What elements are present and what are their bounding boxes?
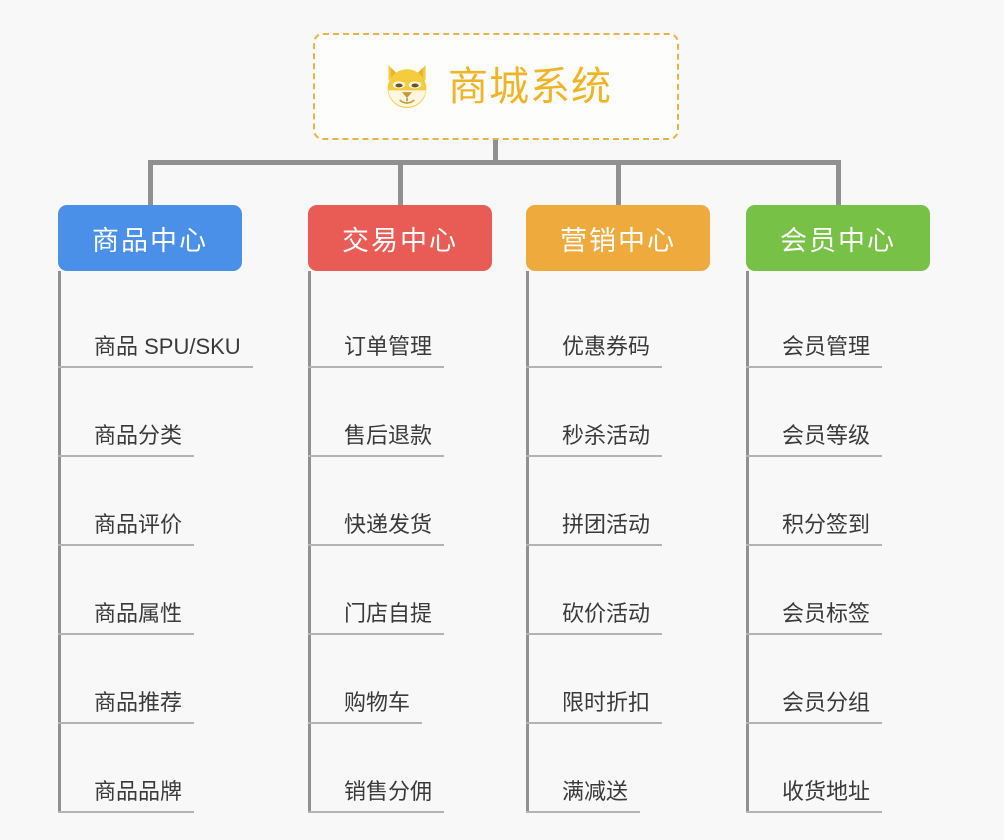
leaf-item[interactable]: 会员等级 [746, 368, 930, 457]
leaf-label: 商品推荐 [58, 689, 195, 724]
leaf-item[interactable]: 快递发货 [308, 457, 492, 546]
leaf-label: 收货地址 [746, 778, 883, 813]
leaf-item[interactable]: 售后退款 [308, 368, 492, 457]
leaf-list-1: 订单管理 售后退款 快递发货 门店自提 购物车 销售分佣 [308, 271, 492, 813]
branch-header-1[interactable]: 交易中心 [308, 205, 492, 271]
leaf-item[interactable]: 门店自提 [308, 546, 492, 635]
leaf-item[interactable]: 商品品牌 [58, 724, 242, 813]
root-node[interactable]: 商城系统 [313, 33, 679, 140]
branch-header-2[interactable]: 营销中心 [526, 205, 710, 271]
branch-header-label-1: 交易中心 [342, 225, 458, 256]
leaf-item[interactable]: 购物车 [308, 635, 492, 724]
leaf-label: 会员等级 [746, 422, 883, 457]
connector-drop-1 [148, 160, 153, 205]
leaf-list-2: 优惠券码 秒杀活动 拼团活动 砍价活动 限时折扣 满减送 [526, 271, 710, 813]
leaf-spine-1 [308, 271, 311, 813]
leaf-item[interactable]: 会员标签 [746, 546, 930, 635]
leaf-spine-3 [746, 271, 749, 813]
leaf-item[interactable]: 优惠券码 [526, 279, 710, 368]
leaf-label: 砍价活动 [526, 600, 663, 635]
leaf-label: 秒杀活动 [526, 422, 663, 457]
leaf-label: 商品属性 [58, 600, 195, 635]
leaf-label: 积分签到 [746, 511, 883, 546]
leaf-label: 商品评价 [58, 511, 195, 546]
leaf-item[interactable]: 限时折扣 [526, 635, 710, 724]
leaf-label: 商品 SPU/SKU [58, 333, 253, 368]
leaf-label: 销售分佣 [308, 778, 445, 813]
leaf-item[interactable]: 拼团活动 [526, 457, 710, 546]
leaf-item[interactable]: 商品推荐 [58, 635, 242, 724]
branch-column-商品中心: 商品中心 商品 SPU/SKU 商品分类 商品评价 商品属性 商品推荐 商品品牌 [58, 205, 253, 813]
leaf-label: 会员管理 [746, 333, 883, 368]
branch-header-label-3: 会员中心 [780, 225, 896, 256]
leaf-label: 优惠券码 [526, 333, 663, 368]
connector-drop-4 [836, 160, 841, 205]
branch-header-label-2: 营销中心 [560, 225, 676, 256]
branch-column-营销中心: 营销中心 优惠券码 秒杀活动 拼团活动 砍价活动 限时折扣 满减送 [526, 205, 710, 813]
connector-root-stem [493, 140, 498, 164]
leaf-item[interactable]: 商品属性 [58, 546, 242, 635]
leaf-label: 购物车 [308, 689, 423, 724]
branch-header-3[interactable]: 会员中心 [746, 205, 930, 271]
leaf-item[interactable]: 商品分类 [58, 368, 242, 457]
leaf-item[interactable]: 会员管理 [746, 279, 930, 368]
leaf-item[interactable]: 砍价活动 [526, 546, 710, 635]
leaf-list-3: 会员管理 会员等级 积分签到 会员标签 会员分组 收货地址 [746, 271, 930, 813]
leaf-label: 会员标签 [746, 600, 883, 635]
branch-column-会员中心: 会员中心 会员管理 会员等级 积分签到 会员标签 会员分组 收货地址 [746, 205, 930, 813]
connector-drop-3 [616, 160, 621, 205]
leaf-item[interactable]: 销售分佣 [308, 724, 492, 813]
leaf-item[interactable]: 商品评价 [58, 457, 242, 546]
leaf-spine-0 [58, 271, 61, 813]
leaf-label: 商品分类 [58, 422, 195, 457]
leaf-label: 门店自提 [308, 600, 445, 635]
shiba-dog-face-icon [387, 64, 427, 108]
leaf-label: 订单管理 [308, 333, 445, 368]
leaf-label: 商品品牌 [58, 778, 195, 813]
leaf-label: 快递发货 [308, 511, 445, 546]
leaf-label: 拼团活动 [526, 511, 663, 546]
branch-header-label-0: 商品中心 [92, 225, 208, 256]
leaf-item[interactable]: 秒杀活动 [526, 368, 710, 457]
branch-column-交易中心: 交易中心 订单管理 售后退款 快递发货 门店自提 购物车 销售分佣 [308, 205, 492, 813]
leaf-label: 售后退款 [308, 422, 445, 457]
leaf-item[interactable]: 积分签到 [746, 457, 930, 546]
leaf-list-0: 商品 SPU/SKU 商品分类 商品评价 商品属性 商品推荐 商品品牌 [58, 271, 253, 813]
leaf-item[interactable]: 商品 SPU/SKU [58, 279, 253, 368]
leaf-label: 限时折扣 [526, 689, 663, 724]
leaf-label: 满减送 [526, 778, 641, 813]
branch-header-0[interactable]: 商品中心 [58, 205, 242, 271]
leaf-item[interactable]: 收货地址 [746, 724, 930, 813]
connector-drop-2 [398, 160, 403, 205]
leaf-item[interactable]: 满减送 [526, 724, 710, 813]
root-title: 商城系统 [448, 64, 612, 109]
connector-horizontal-bus [148, 160, 841, 165]
leaf-item[interactable]: 会员分组 [746, 635, 930, 724]
leaf-label: 会员分组 [746, 689, 883, 724]
leaf-item[interactable]: 订单管理 [308, 279, 492, 368]
leaf-spine-2 [526, 271, 529, 813]
